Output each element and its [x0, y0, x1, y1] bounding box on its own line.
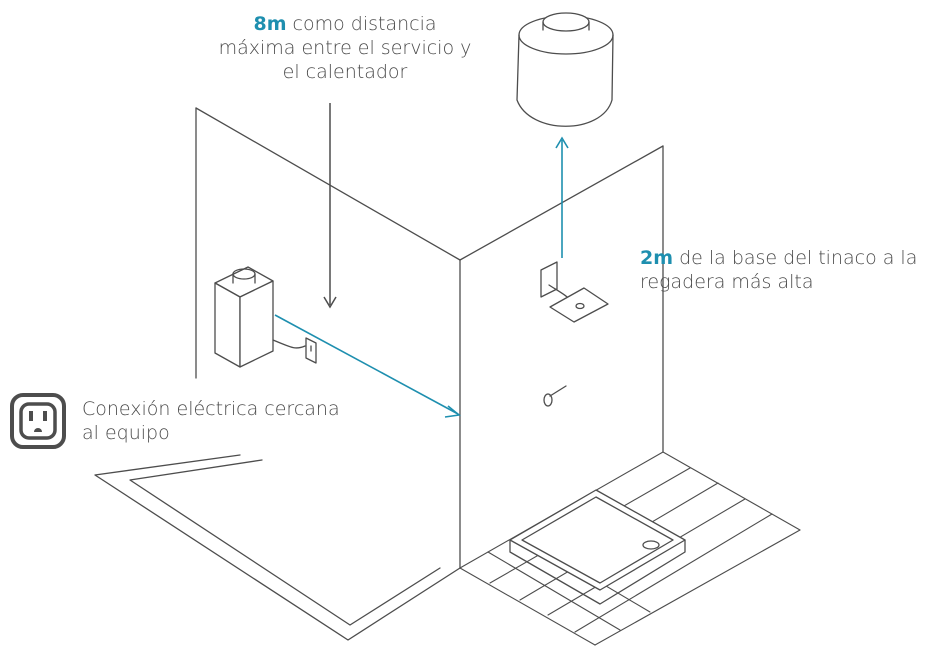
- height-text-line1: de la base del tinaco a la: [679, 247, 918, 269]
- left-wall: [195, 107, 461, 569]
- height-text-line2: regadera más alta: [640, 271, 814, 293]
- distance-text-line2: máxima entre el servicio y: [218, 37, 472, 59]
- water-heater: [214, 266, 317, 368]
- distance-annotation: 8m como distancia máxima entre el servic…: [200, 12, 490, 84]
- pipe-arrow-line: [274, 314, 459, 415]
- shower-tray: [509, 489, 686, 605]
- water-tank: [516, 12, 614, 127]
- electric-text-line1: Conexión eléctrica cercana: [82, 398, 340, 420]
- height-annotation: 2m de la base del tinaco a la regadera m…: [640, 246, 937, 294]
- power-outlet-icon: [10, 393, 66, 449]
- floor: [94, 454, 461, 641]
- shower-head: [540, 261, 609, 323]
- height-arrow-head: [555, 136, 569, 149]
- distance-text-line3: el calentador: [282, 61, 408, 83]
- distance-text-line1: como distancia: [292, 13, 437, 35]
- electric-annotation: Conexión eléctrica cercana al equipo: [82, 397, 382, 445]
- distance-value: 8m: [253, 13, 287, 35]
- distance-arrow-head: [323, 296, 337, 309]
- pipe-arrow-head: [444, 405, 461, 418]
- shower-valve: [543, 385, 567, 407]
- electric-text-line2: al equipo: [82, 422, 170, 444]
- height-value: 2m: [640, 247, 674, 269]
